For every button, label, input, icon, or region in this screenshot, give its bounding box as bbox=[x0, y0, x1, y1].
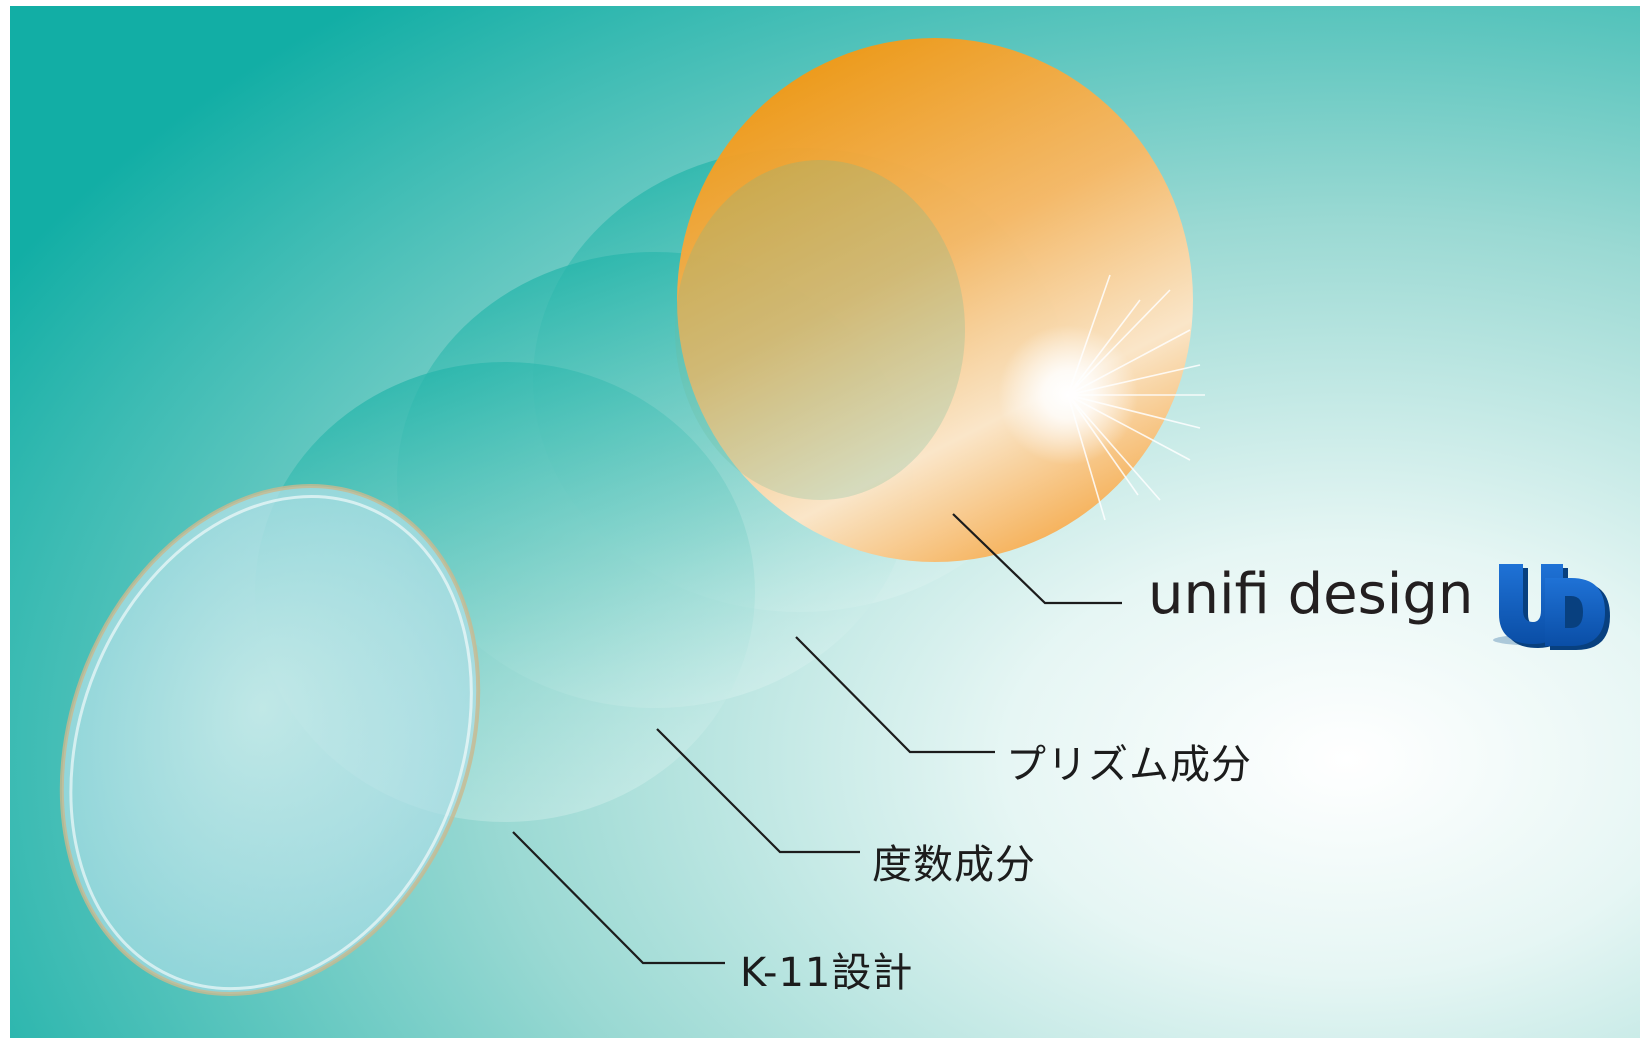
leader-line-k11 bbox=[512, 831, 725, 965]
power-component-label: 度数成分 bbox=[872, 842, 1036, 888]
k11-design-label: K-11設計 bbox=[740, 950, 914, 996]
sparkle-icon bbox=[998, 274, 1205, 521]
prism-component-label: プリズム成分 bbox=[1006, 742, 1252, 788]
front-clear-lens bbox=[59, 484, 481, 996]
leader-line-unifi bbox=[952, 513, 1122, 605]
unifi-design-label: unifi design bbox=[1148, 562, 1474, 627]
ud-logo-icon bbox=[1493, 564, 1610, 650]
leader-line-prism bbox=[795, 636, 995, 754]
orange-teal-overlap bbox=[675, 160, 965, 500]
leader-line-dosu bbox=[656, 728, 860, 854]
